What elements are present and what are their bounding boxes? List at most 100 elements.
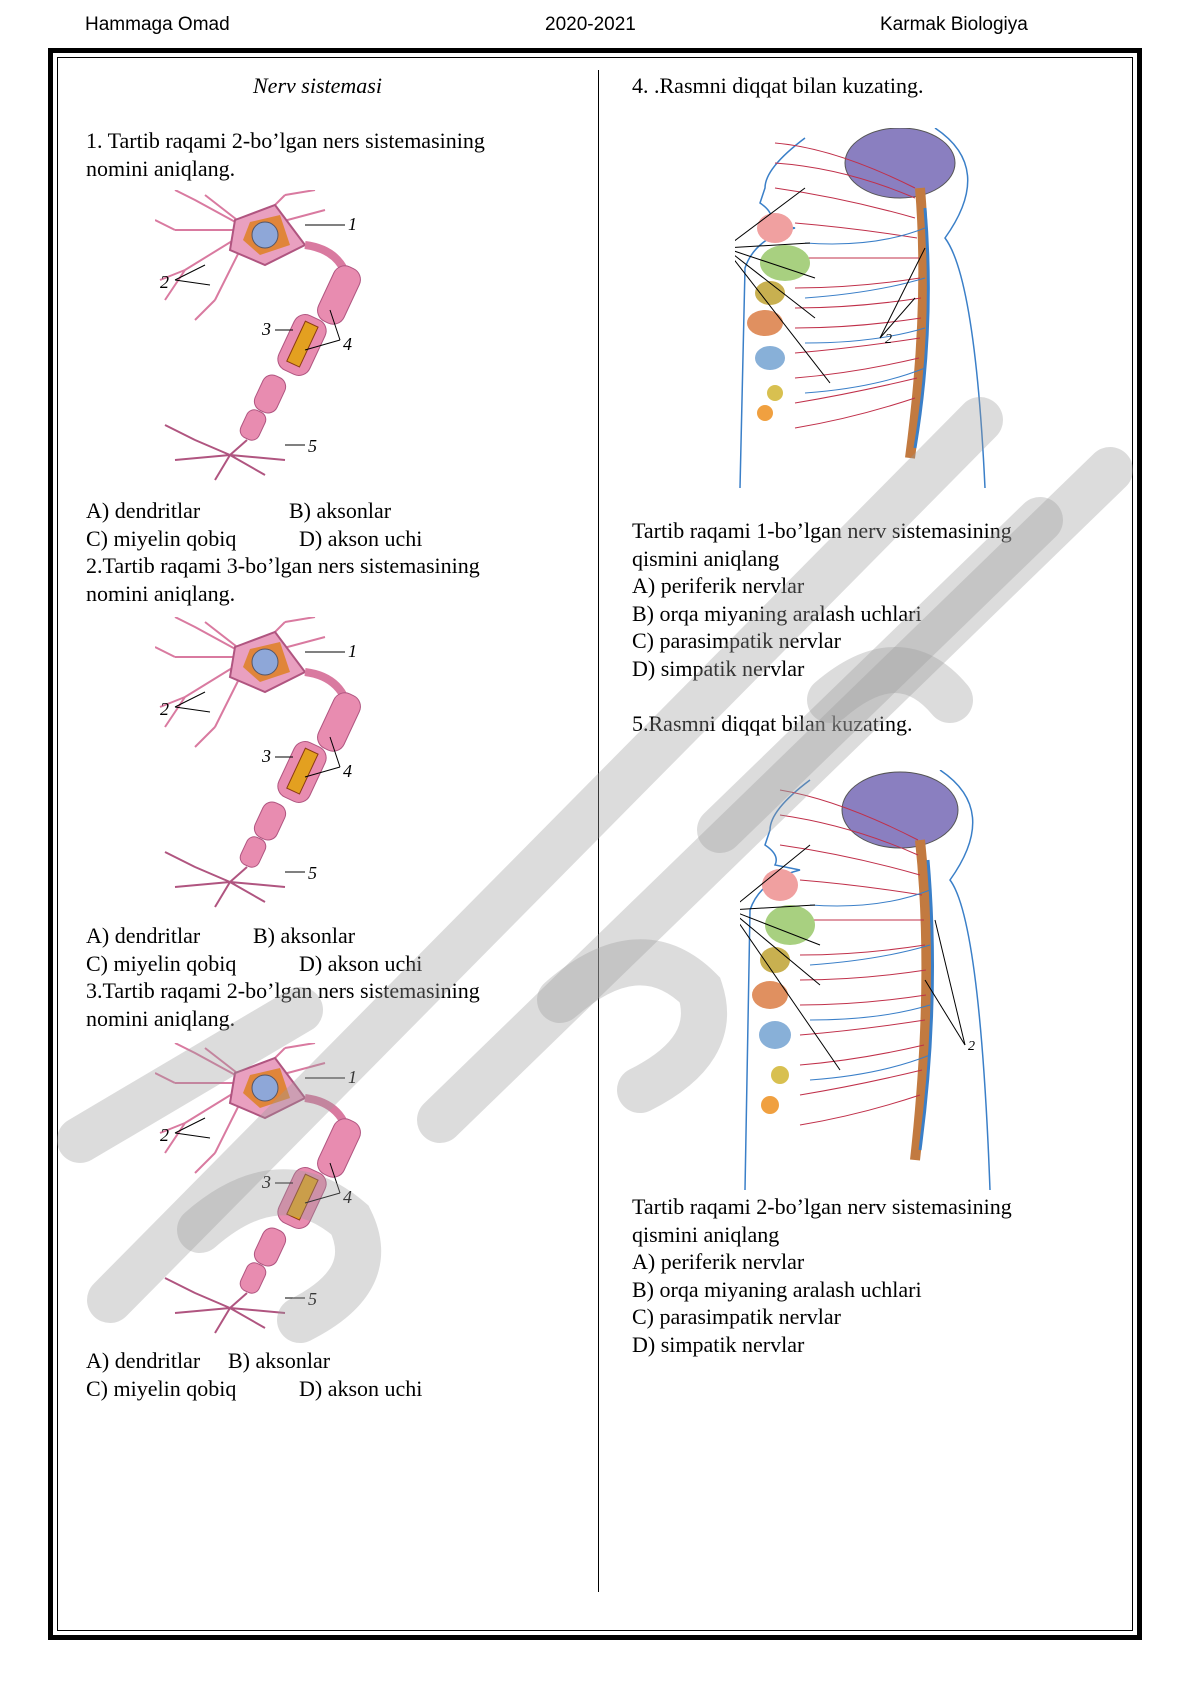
q3-opt-a: A) dendritlar — [86, 1348, 201, 1373]
axon-core — [286, 1173, 319, 1221]
q3-opt-c: C) miyelin qobiq — [86, 1376, 237, 1401]
label-3: 3 — [261, 319, 271, 339]
nerves-red — [774, 142, 922, 429]
q1-line2: nomini aniqlang. — [86, 156, 236, 181]
liver — [752, 981, 788, 1009]
q4-title: 4. .Rasmni diqqat bilan kuzating. — [632, 73, 924, 98]
axon-terminals — [164, 851, 286, 908]
label-lines — [740, 844, 966, 1071]
q1-opt-c: C) miyelin qobiq — [86, 526, 237, 551]
nerves-blue — [804, 227, 926, 394]
label-4: 4 — [343, 1187, 352, 1207]
spinal-cord — [910, 839, 932, 1161]
q3-line1: 3.Tartib raqami 2-bo’lgan ners sistemasi… — [86, 978, 480, 1003]
label-5: 5 — [308, 436, 317, 456]
label-2: 2 — [160, 699, 169, 719]
myelin-segment — [253, 1227, 287, 1267]
dendrites — [155, 190, 326, 321]
bladder — [761, 1096, 779, 1114]
label-lines — [174, 1077, 345, 1299]
q4-opt-a: A) periferik nervlar — [632, 573, 805, 598]
q4-opt-d: D) simpatik nervlar — [632, 656, 805, 681]
spinal-cord — [905, 187, 929, 459]
myelin-segment — [239, 409, 267, 441]
neuron-diagram-2: 1 2 3 4 5 — [155, 617, 361, 908]
lungs — [765, 905, 815, 945]
myelin-segment — [317, 1118, 361, 1178]
section-title: Nerv sistemasi — [253, 73, 382, 98]
q1-line1: 1. Tartib raqami 2-bo’lgan ners sistemas… — [86, 128, 485, 153]
q4-opt-b: B) orqa miyaning aralash uchlari — [632, 601, 922, 626]
nucleus — [251, 648, 279, 676]
myelin-segment — [253, 801, 287, 841]
lungs — [760, 245, 810, 281]
q2-opt-b: B) aksonlar — [253, 923, 356, 948]
q5-line2: qismini aniqlang — [632, 1222, 780, 1247]
q4-opt-c: C) parasimpatik nervlar — [632, 628, 841, 653]
label-2: 2 — [968, 1039, 975, 1054]
body-outline — [934, 128, 986, 488]
neuron-diagram-1: 1 2 3 4 5 — [155, 190, 361, 481]
label-2: 2 — [885, 332, 892, 347]
q5-opt-b: B) orqa miyaning aralash uchlari — [632, 1277, 922, 1302]
label-3: 3 — [261, 746, 271, 766]
body-outline — [939, 770, 991, 1190]
label-4: 4 — [343, 334, 352, 354]
axon-core — [286, 320, 319, 368]
page-border-outer — [48, 48, 1142, 1640]
myelin-segment — [317, 265, 361, 325]
q2-line1: 2.Tartib raqami 3-bo’lgan ners sistemasi… — [86, 553, 480, 578]
kidney — [767, 385, 783, 401]
axon-terminals — [164, 424, 286, 481]
label-5: 5 — [308, 863, 317, 883]
sympathetic-chain — [918, 859, 934, 1151]
header-right: Karmak Biologiya — [880, 14, 1028, 35]
liver — [747, 310, 783, 336]
q2-opt-a: A) dendritlar — [86, 923, 201, 948]
label-1: 1 — [348, 214, 357, 234]
column-divider — [598, 70, 599, 1592]
header-left: Hammaga Omad — [85, 14, 230, 35]
intestine — [755, 346, 785, 370]
q3-opt-b: B) aksonlar — [228, 1348, 331, 1373]
intestine — [759, 1021, 791, 1049]
label-5: 5 — [308, 1289, 317, 1309]
heart — [757, 213, 793, 243]
axon-core — [286, 747, 319, 795]
q5-opt-d: D) simpatik nervlar — [632, 1332, 805, 1357]
q5-line1: Tartib raqami 2-bo’lgan nerv sistemasini… — [632, 1194, 1012, 1219]
bladder — [757, 405, 773, 421]
q2-opt-d: D) akson uchi — [299, 951, 423, 976]
q1-opt-a: A) dendritlar — [86, 498, 201, 523]
nervous-system-diagram-1: 1 2 — [735, 128, 986, 488]
dendrites — [155, 617, 326, 748]
myelin-segment — [253, 374, 287, 414]
brain — [841, 771, 959, 849]
q3-line2: nomini aniqlang. — [86, 1006, 236, 1031]
q1-opt-b: B) aksonlar — [289, 498, 392, 523]
label-lines — [174, 224, 345, 446]
sympathetic-chain — [913, 207, 930, 449]
page-border-inner — [57, 57, 1133, 1631]
neuron-diagram-3: 1 2 3 4 5 — [155, 1043, 361, 1334]
header-center: 2020-2021 — [545, 14, 636, 35]
q3-opt-d: D) akson uchi — [299, 1376, 423, 1401]
label-4: 4 — [343, 761, 352, 781]
myelin-segment — [239, 836, 267, 868]
q4-line2: qismini aniqlang — [632, 546, 780, 571]
axon-terminals — [164, 1277, 286, 1334]
q5-title: 5.Rasmni diqqat bilan kuzating. — [632, 711, 913, 736]
myelin-segment — [239, 1262, 267, 1294]
stomach — [755, 281, 785, 305]
brain — [844, 128, 956, 199]
q2-opt-c: C) miyelin qobiq — [86, 951, 237, 976]
nucleus — [251, 1074, 279, 1102]
heart — [762, 869, 798, 901]
nervous-system-diagram-2: 1 2 — [740, 770, 991, 1190]
label-1: 1 — [348, 1067, 357, 1087]
label-lines — [735, 187, 926, 384]
label-2: 2 — [160, 1125, 169, 1145]
label-3: 3 — [261, 1172, 271, 1192]
nerves-blue — [809, 889, 931, 1081]
label-1: 1 — [348, 641, 357, 661]
